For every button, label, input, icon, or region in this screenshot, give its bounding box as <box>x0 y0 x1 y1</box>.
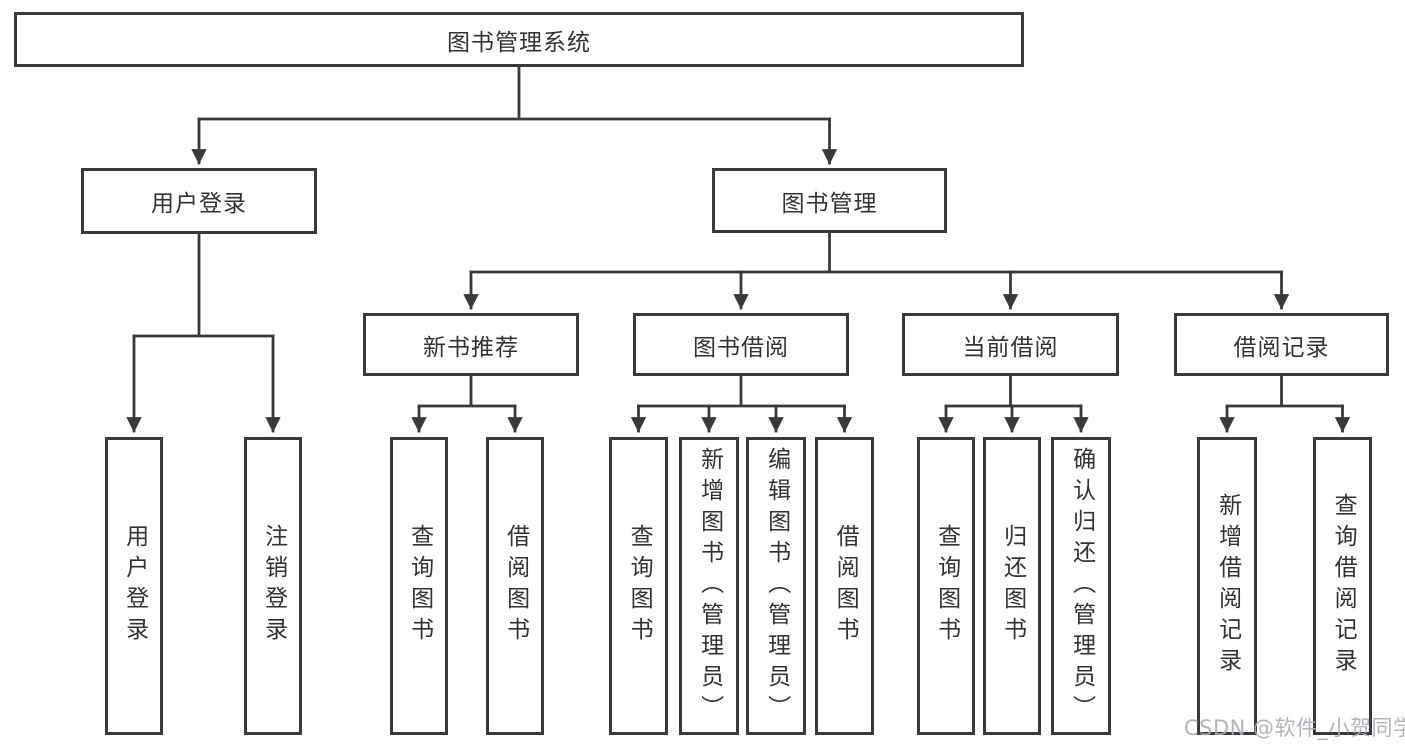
node-current-borrowing: 当前借阅 <box>902 313 1119 376</box>
watermark: CSDN @软件_小贺同学 <box>1184 716 1405 740</box>
leaf-user-login: 用户登录 <box>105 437 163 735</box>
node-label: 借阅图书 <box>502 524 529 648</box>
node-label: 当前借阅 <box>962 334 1059 361</box>
node-label: 用户登录 <box>121 524 148 648</box>
edge-new-book-trunk <box>417 374 517 408</box>
node-user-login: 用户登录 <box>81 168 317 234</box>
edge-book-management-trunk <box>469 231 1283 274</box>
leaf-borrow-books: 借阅图书 <box>815 437 874 735</box>
node-label: 新增图书（管理员） <box>696 446 723 726</box>
leaf-edit-books-admin: 编辑图书（管理员） <box>746 437 806 735</box>
node-label: 用户登录 <box>151 191 247 217</box>
node-label: 图书管理 <box>781 190 878 217</box>
node-label: 借阅图书 <box>832 524 859 648</box>
leaf-search-books: 查询图书 <box>609 437 668 735</box>
node-label: 查询图书 <box>626 524 653 648</box>
edge-user-login-trunk <box>132 232 275 338</box>
node-book-borrowing: 图书借阅 <box>633 313 849 376</box>
edge-root-trunk <box>197 65 831 121</box>
node-library-management-system: 图书管理系统 <box>14 12 1024 67</box>
node-label: 图书管理系统 <box>447 29 591 56</box>
node-label: 查询图书 <box>933 524 960 648</box>
leaf-search-books: 查询图书 <box>917 437 975 735</box>
node-borrowing-records: 借阅记录 <box>1174 313 1389 376</box>
leaf-confirm-return-admin: 确认归还（管理员） <box>1051 437 1111 735</box>
leaf-search-books: 查询图书 <box>390 437 448 735</box>
node-label: 新增借阅记录 <box>1214 493 1241 679</box>
node-label: 借阅记录 <box>1233 334 1330 361</box>
leaf-return-books: 归还图书 <box>983 437 1041 735</box>
edge-borrow-records-trunk <box>1225 374 1344 408</box>
edge-book-borrow-trunk <box>637 374 846 408</box>
node-label: 新书推荐 <box>423 334 519 361</box>
leaf-borrow-books: 借阅图书 <box>486 437 544 735</box>
edge-current-borrow-trunk <box>944 374 1083 408</box>
leaf-add-books-admin: 新增图书（管理员） <box>679 437 739 735</box>
node-label: 图书借阅 <box>693 334 789 361</box>
node-label: 编辑图书（管理员） <box>763 446 790 726</box>
leaf-logout: 注销登录 <box>244 437 302 735</box>
leaf-search-borrow-record: 查询借阅记录 <box>1313 437 1372 735</box>
node-label: 注销登录 <box>260 524 287 648</box>
edge-arrows <box>126 117 1351 433</box>
node-new-book-recommendation: 新书推荐 <box>363 313 579 376</box>
node-book-management: 图书管理 <box>712 168 947 233</box>
node-label: 归还图书 <box>999 524 1026 648</box>
node-label: 确认归还（管理员） <box>1068 446 1095 726</box>
node-label: 查询图书 <box>406 524 433 648</box>
leaf-add-borrow-record: 新增借阅记录 <box>1197 437 1257 735</box>
node-label: 查询借阅记录 <box>1330 493 1357 679</box>
